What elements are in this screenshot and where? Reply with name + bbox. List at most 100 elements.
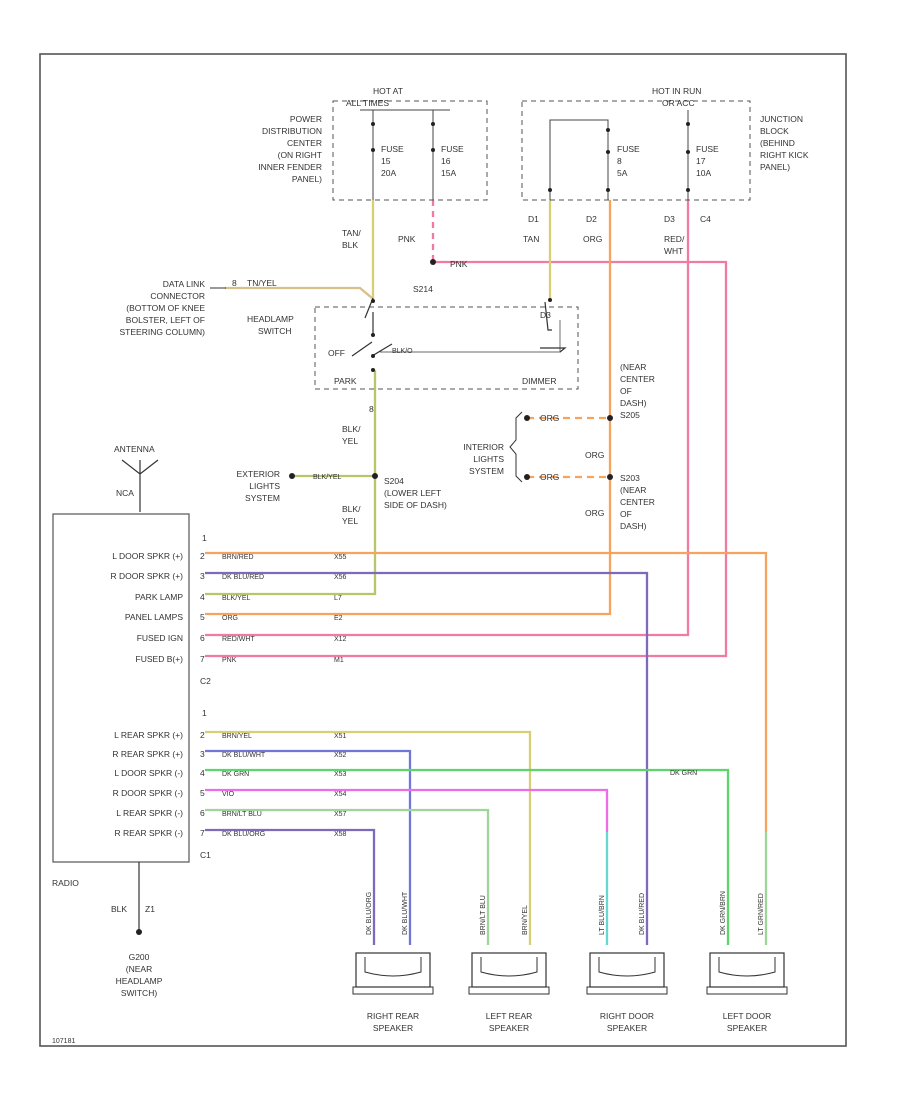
svg-text:INNER FENDER: INNER FENDER bbox=[258, 162, 322, 172]
speaker-name: LEFT DOOR bbox=[723, 1011, 772, 1021]
speaker-wire-label: LT GRN/RED bbox=[758, 893, 765, 935]
svg-text:(NEAR: (NEAR bbox=[126, 964, 152, 974]
pin-label: R REAR SPKR (-) bbox=[115, 828, 184, 838]
svg-text:POWER: POWER bbox=[290, 114, 322, 124]
svg-text:ORG: ORG bbox=[540, 472, 559, 482]
data-link-connector: DATA LINK CONNECTOR (BOTTOM OF KNEE BOLS… bbox=[120, 278, 278, 337]
pin-wire-color: BRN/YEL bbox=[222, 733, 252, 740]
pin-number: 5 bbox=[200, 788, 205, 798]
speaker-icon bbox=[471, 952, 547, 988]
svg-text:OF: OF bbox=[620, 509, 632, 519]
pin-circuit: E2 bbox=[334, 615, 343, 622]
svg-text:SWITCH): SWITCH) bbox=[121, 988, 158, 998]
speaker-name: RIGHT REAR bbox=[367, 1011, 419, 1021]
svg-text:LIGHTS: LIGHTS bbox=[249, 481, 280, 491]
pin-wire-color: DK BLU/RED bbox=[222, 574, 264, 581]
svg-text:CONNECTOR: CONNECTOR bbox=[150, 291, 205, 301]
svg-text:(NEAR: (NEAR bbox=[620, 485, 646, 495]
pin-number: 4 bbox=[200, 768, 205, 778]
wire-tan-yel-dlc bbox=[225, 286, 373, 299]
pin-number: 6 bbox=[200, 633, 205, 643]
svg-text:8: 8 bbox=[369, 404, 374, 414]
pin-number: 7 bbox=[200, 828, 205, 838]
svg-text:BLK/: BLK/ bbox=[342, 504, 361, 514]
svg-text:FUSE: FUSE bbox=[381, 144, 404, 154]
splice-s204-dot bbox=[372, 473, 378, 479]
svg-text:DASH): DASH) bbox=[620, 521, 647, 531]
svg-text:8: 8 bbox=[617, 156, 622, 166]
splice-s204: 8 BLK/ YEL S204 (LOWER LEFT SIDE OF DASH… bbox=[313, 404, 447, 526]
svg-text:S204: S204 bbox=[384, 476, 404, 486]
wire-brn-lt-blu bbox=[205, 808, 490, 945]
s205-dot bbox=[607, 415, 613, 421]
svg-text:D1: D1 bbox=[528, 214, 539, 224]
svg-text:HOT AT: HOT AT bbox=[373, 86, 403, 96]
jb-label: JUNCTION BLOCK (BEHIND RIGHT KICK PANEL) bbox=[760, 114, 809, 172]
svg-text:HOT IN RUN: HOT IN RUN bbox=[652, 86, 701, 96]
pin-circuit: X53 bbox=[334, 771, 347, 778]
wire-dk-grn bbox=[205, 768, 730, 945]
pin-wire-color: BLK/YEL bbox=[222, 595, 251, 602]
svg-text:HEADLAMP: HEADLAMP bbox=[247, 314, 294, 324]
svg-text:S205: S205 bbox=[620, 410, 640, 420]
speaker-wire-label: DK GRN/BRN bbox=[720, 891, 727, 935]
svg-text:(BOTTOM OF KNEE: (BOTTOM OF KNEE bbox=[126, 303, 205, 313]
svg-text:CENTER: CENTER bbox=[620, 374, 655, 384]
wire-dk-blu-red bbox=[205, 571, 649, 945]
speaker-wire-label: BRN/LT BLU bbox=[480, 895, 487, 935]
speaker-base bbox=[706, 986, 788, 995]
wire-pnk bbox=[205, 260, 728, 658]
svg-text:DISTRIBUTION: DISTRIBUTION bbox=[262, 126, 322, 136]
interior-brace bbox=[509, 411, 523, 483]
svg-text:TAN/: TAN/ bbox=[342, 228, 361, 238]
figure-id: 107181 bbox=[52, 1038, 75, 1045]
wire-blk-yel bbox=[205, 370, 377, 596]
svg-text:ORG: ORG bbox=[585, 450, 604, 460]
speaker-base bbox=[468, 986, 550, 995]
headlamp-switch: HEADLAMP SWITCH OFF PARK DIMMER BLK/O bbox=[247, 297, 579, 390]
pin-wire-color: RED/WHT bbox=[222, 636, 255, 643]
pin-circuit: L7 bbox=[334, 595, 342, 602]
svg-text:D2: D2 bbox=[586, 214, 597, 224]
svg-text:(NEAR: (NEAR bbox=[620, 362, 646, 372]
svg-text:BLK/: BLK/ bbox=[342, 424, 361, 434]
svg-text:RED/: RED/ bbox=[664, 234, 685, 244]
svg-text:SIDE OF DASH): SIDE OF DASH) bbox=[384, 500, 447, 510]
svg-text:15A: 15A bbox=[441, 168, 456, 178]
pin-number: 3 bbox=[200, 749, 205, 759]
pin-label: R DOOR SPKR (-) bbox=[113, 788, 184, 798]
speaker-icon bbox=[709, 952, 785, 988]
pin-wire-color: PNK bbox=[222, 657, 237, 664]
speaker-cone bbox=[364, 957, 422, 977]
svg-text:NCA: NCA bbox=[116, 488, 134, 498]
svg-text:LIGHTS: LIGHTS bbox=[473, 454, 504, 464]
speaker-cone bbox=[598, 957, 656, 977]
svg-text:17: 17 bbox=[696, 156, 706, 166]
pin-label: PARK LAMP bbox=[135, 592, 183, 602]
svg-text:ANTENNA: ANTENNA bbox=[114, 444, 155, 454]
wire-brn-red bbox=[205, 551, 768, 832]
pin-number: 5 bbox=[200, 612, 205, 622]
svg-text:OFF: OFF bbox=[328, 348, 345, 358]
svg-text:ORG: ORG bbox=[540, 413, 559, 423]
speaker-name: LEFT REAR bbox=[486, 1011, 533, 1021]
svg-text:G200: G200 bbox=[129, 952, 150, 962]
svg-text:1: 1 bbox=[202, 708, 207, 718]
splice-s214 bbox=[430, 259, 436, 265]
pin-wire-color: BRN/RED bbox=[222, 554, 254, 561]
antenna: ANTENNA NCA bbox=[114, 444, 159, 512]
speaker-name: SPEAKER bbox=[727, 1023, 767, 1033]
speaker-wire-label: LT BLU/BRN bbox=[599, 895, 606, 935]
svg-text:FUSE: FUSE bbox=[696, 144, 719, 154]
speaker-wire-label: DK BLU/WHT bbox=[402, 891, 409, 935]
pin-number: 2 bbox=[200, 551, 205, 561]
speaker-name: SPEAKER bbox=[607, 1023, 647, 1033]
pin-label: FUSED B(+) bbox=[136, 654, 184, 664]
